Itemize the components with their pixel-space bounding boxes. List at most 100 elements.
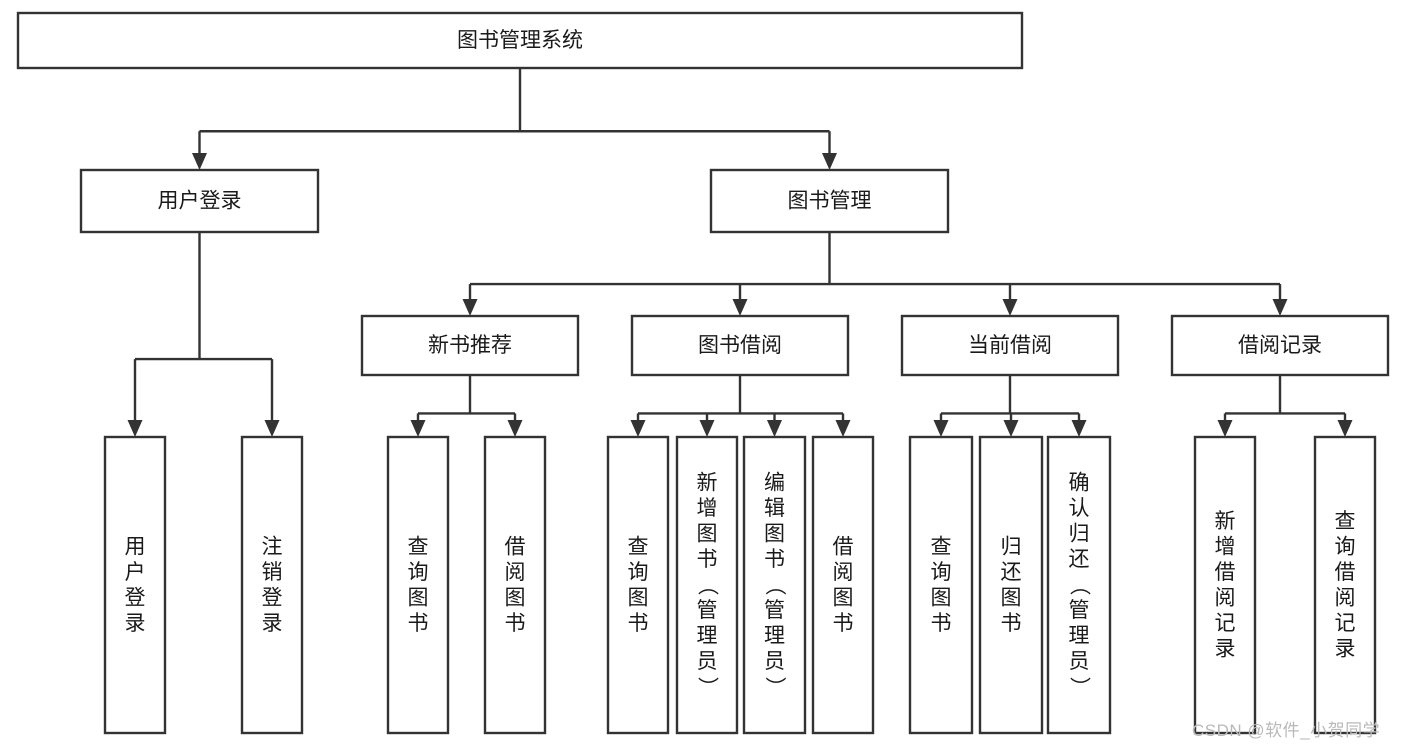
- node-label-char: 员: [764, 650, 785, 673]
- connector-layer: [127, 68, 1353, 437]
- node-box: [742, 435, 807, 735]
- node-label-char: 录: [1215, 637, 1236, 660]
- connector-group-l3-current-borrow: [933, 375, 1087, 437]
- node-box: [606, 435, 670, 735]
- node-label: 当前借阅: [968, 334, 1052, 357]
- node-label-char: ）: [763, 677, 786, 698]
- node-label-char: 管: [1069, 599, 1090, 622]
- node-label-char: 借: [833, 535, 854, 558]
- node-box: [1313, 435, 1377, 735]
- node-box: [630, 314, 850, 377]
- node-label-char: 记: [1335, 612, 1356, 635]
- arrow-head-icon: [630, 420, 646, 437]
- arrow-head-icon: [822, 153, 837, 170]
- node-label-char: 确: [1069, 472, 1090, 495]
- node-label-char: 录: [1335, 637, 1356, 660]
- node-label-char: 理: [697, 625, 718, 648]
- connector-group-l3-new-book-rec: [410, 375, 523, 437]
- node-label-char: 书: [1001, 612, 1022, 635]
- arrow-head-icon: [192, 153, 207, 170]
- node-box: [79, 168, 320, 234]
- node-label: 借阅记录: [1238, 334, 1322, 357]
- node-l3-current-borrow[interactable]: 当前借阅: [900, 314, 1120, 377]
- node-label-char: 书: [505, 612, 526, 635]
- node-label-char: （: [763, 575, 786, 596]
- node-label-char: 录: [125, 612, 146, 635]
- node-box: [16, 11, 1024, 70]
- node-box: [900, 314, 1120, 377]
- node-label-char: 阅: [833, 561, 854, 584]
- arrow-head-icon: [264, 420, 280, 437]
- arrow-head-icon: [933, 420, 949, 437]
- node-label-char: 录: [262, 612, 283, 635]
- node-label-char: （: [1068, 575, 1091, 596]
- arrow-head-icon: [127, 420, 143, 437]
- node-label-char: 登: [125, 586, 146, 609]
- node-label-char: 理: [1069, 625, 1090, 648]
- node-l2-book-mgmt[interactable]: 图书管理: [709, 168, 950, 234]
- node-label-char: 图: [505, 586, 526, 609]
- node-label-char: 阅: [1335, 586, 1356, 609]
- node-label-char: 书: [408, 612, 429, 635]
- arrow-head-icon: [732, 299, 748, 316]
- node-label-char: 图: [628, 586, 649, 609]
- connector-group-l3-borrow-record: [1217, 375, 1353, 437]
- node-l2-user-login[interactable]: 用户登录: [79, 168, 320, 234]
- node-root[interactable]: 图书管理系统: [16, 11, 1024, 70]
- node-label-char: 归: [1001, 535, 1022, 558]
- node-label-char: 借: [1215, 561, 1236, 584]
- node-l3-borrow-record[interactable]: 借阅记录: [1170, 314, 1390, 377]
- node-label-char: 用: [125, 535, 146, 558]
- node-label-char: 记: [1215, 612, 1236, 635]
- node-box: [978, 435, 1044, 735]
- node-label-char: 查: [408, 535, 429, 558]
- node-leaf-user-login[interactable]: 用户登录: [103, 435, 167, 735]
- node-l3-book-borrow[interactable]: 图书借阅: [630, 314, 850, 377]
- node-label-char: 询: [408, 561, 429, 584]
- connector-group-l3-book-borrow: [630, 375, 851, 437]
- node-label-char: 新: [1215, 510, 1236, 533]
- connector-group-l2-user-login: [127, 232, 280, 437]
- node-label-char: 图: [764, 523, 785, 546]
- node-box: [360, 314, 580, 377]
- arrow-head-icon: [1002, 299, 1018, 316]
- node-box: [483, 435, 547, 735]
- node-label-char: 增: [1215, 535, 1236, 558]
- node-label-char: 员: [1069, 650, 1090, 673]
- node-label-char: 户: [125, 561, 146, 584]
- node-box: [386, 435, 450, 735]
- arrow-head-icon: [1272, 299, 1288, 316]
- node-label-char: 询: [931, 561, 952, 584]
- node-label-char: 注: [262, 535, 283, 558]
- node-label-char: 询: [1335, 535, 1356, 558]
- node-label-char: 阅: [1215, 586, 1236, 609]
- node-label-char: 书: [697, 548, 718, 571]
- node-l3-new-book-rec[interactable]: 新书推荐: [360, 314, 580, 377]
- node-label-char: 书: [628, 612, 649, 635]
- node-label-char: 图: [408, 586, 429, 609]
- node-label-char: 询: [628, 561, 649, 584]
- node-label-char: 借: [1335, 561, 1356, 584]
- node-label-char: 查: [931, 535, 952, 558]
- connector-group-l2-book-mgmt: [462, 232, 1288, 316]
- node-box: [1193, 435, 1257, 735]
- arrow-head-icon: [699, 420, 715, 437]
- node-label-char: 图: [931, 586, 952, 609]
- node-label-char: 查: [1335, 510, 1356, 533]
- node-box: [103, 435, 167, 735]
- node-label-char: 编: [764, 472, 785, 495]
